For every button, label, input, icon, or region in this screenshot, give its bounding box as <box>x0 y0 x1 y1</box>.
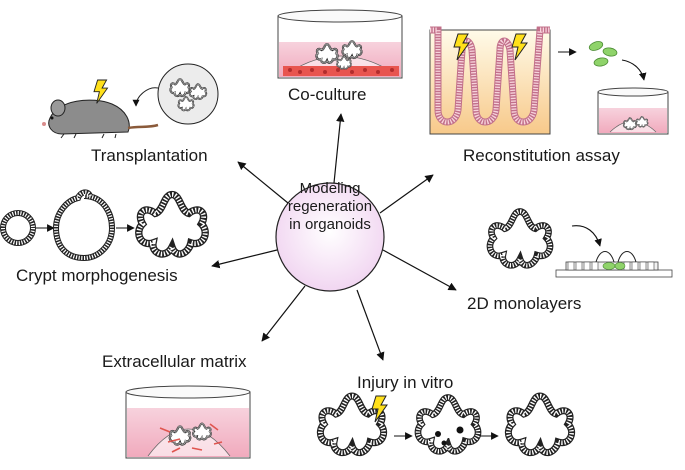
arrow-monolayers <box>382 249 457 291</box>
hub-arrows <box>211 113 457 361</box>
injury-sequence <box>320 396 571 453</box>
label-transplantation: Transplantation <box>91 146 208 165</box>
label-extracellular-matrix: Extracellular matrix <box>102 352 247 371</box>
hub-line-1: Modeling <box>299 180 361 197</box>
ecm-dish <box>125 385 251 459</box>
arrow-ecm <box>261 285 306 342</box>
reconstitution-dish <box>597 87 669 135</box>
arrow-injury <box>356 289 385 361</box>
mouse-illustration <box>42 79 159 139</box>
crypt-morphogenesis-sequence <box>0 189 205 262</box>
organoid-bubble <box>132 63 219 125</box>
hub-label: Modeling regeneration in organoids <box>274 180 386 234</box>
label-reconstitution: Reconstitution assay <box>463 146 620 165</box>
label-injury-in-vitro: Injury in vitro <box>357 373 454 392</box>
label-crypt-morphogenesis: Crypt morphogenesis <box>16 266 178 285</box>
coculture-dish <box>277 9 403 79</box>
monolayer-illustration <box>490 212 673 278</box>
label-coculture: Co-culture <box>288 85 367 104</box>
hub-circle <box>275 182 385 292</box>
arrow-coculture <box>333 113 345 184</box>
hub-line-3: in organoids <box>289 216 371 233</box>
hub-line-2: regeneration <box>287 198 373 215</box>
arrow-reconstitution <box>379 174 434 214</box>
arrow-transplantation <box>237 161 289 204</box>
crypt-epithelium <box>429 26 647 135</box>
arrow-crypt <box>211 249 278 269</box>
label-2d-monolayers: 2D monolayers <box>467 294 582 313</box>
